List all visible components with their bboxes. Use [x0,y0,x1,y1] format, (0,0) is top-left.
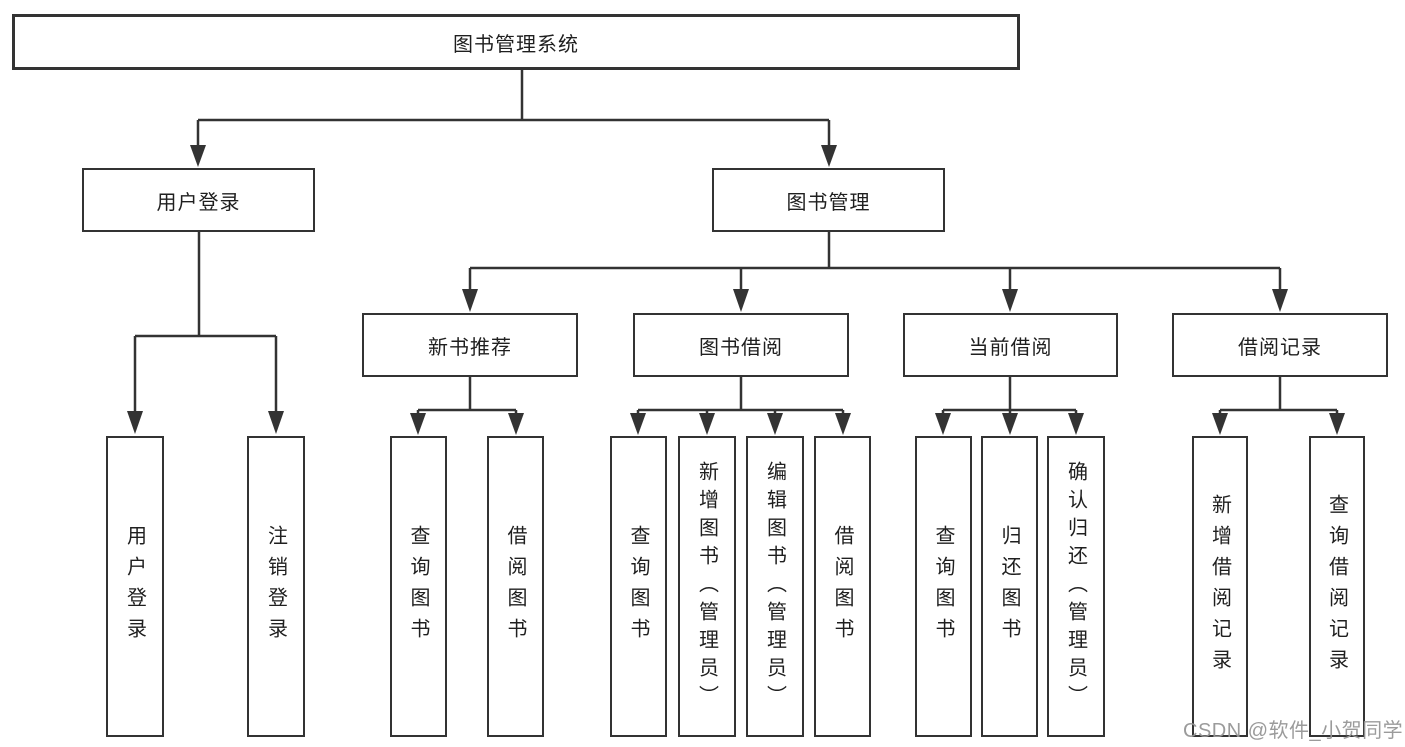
leaf-query-book-borrow: 查询图书 [610,436,667,737]
leaf-borrow-book-recommend: 借阅图书 [487,436,544,737]
leaf-add-borrow-record: 新增借阅记录 [1192,436,1248,737]
node-book-borrow: 图书借阅 [633,313,849,377]
node-root-library-system: 图书管理系统 [12,14,1020,70]
leaf-logout: 注销登录 [247,436,305,737]
node-borrow-record: 借阅记录 [1172,313,1388,377]
node-new-book-recommend: 新书推荐 [362,313,578,377]
node-book-management: 图书管理 [712,168,945,232]
leaf-user-login: 用户登录 [106,436,164,737]
leaf-borrow-book: 借阅图书 [814,436,871,737]
leaf-add-book-admin: 新增图书（管理员） [678,436,736,737]
leaf-edit-book-admin: 编辑图书（管理员） [746,436,804,737]
leaf-return-book: 归还图书 [981,436,1038,737]
node-current-borrow: 当前借阅 [903,313,1118,377]
leaf-query-borrow-record: 查询借阅记录 [1309,436,1365,737]
leaf-query-book-recommend: 查询图书 [390,436,447,737]
leaf-confirm-return-admin: 确认归还（管理员） [1047,436,1105,737]
csdn-watermark: CSDN @软件_小贺同学 [1183,720,1404,742]
leaf-query-book-current: 查询图书 [915,436,972,737]
node-user-login: 用户登录 [82,168,315,232]
